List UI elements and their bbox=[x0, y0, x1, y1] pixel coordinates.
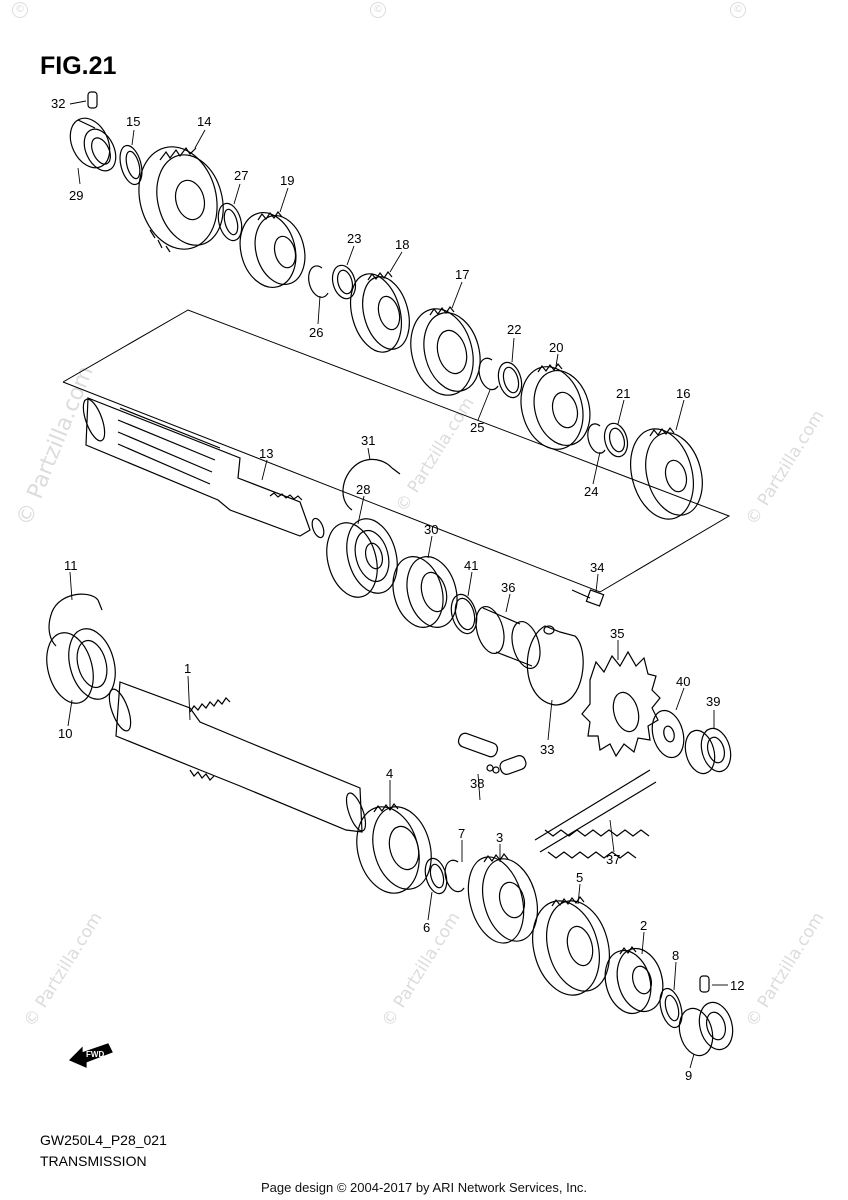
callout-35: 35 bbox=[610, 626, 624, 641]
part-18-gear bbox=[350, 270, 410, 353]
callout-24: 24 bbox=[584, 484, 598, 499]
shaft-group-outline bbox=[62, 309, 731, 593]
part-34-bolt bbox=[571, 589, 605, 607]
callout-12: 12 bbox=[730, 978, 744, 993]
part-29-bearing bbox=[69, 117, 117, 172]
callout-7: 7 bbox=[458, 826, 465, 841]
part-7-circlip bbox=[444, 859, 465, 893]
part-15-washer bbox=[119, 144, 143, 186]
part-40-washer bbox=[651, 709, 685, 759]
callout-9: 9 bbox=[685, 1068, 692, 1083]
part-28-bearing bbox=[326, 518, 398, 598]
callout-25: 25 bbox=[470, 420, 484, 435]
callout-6: 6 bbox=[423, 920, 430, 935]
part-27-washer bbox=[217, 202, 243, 242]
part-16-gear bbox=[630, 426, 703, 520]
callout-31: 31 bbox=[361, 433, 375, 448]
callout-3: 3 bbox=[496, 830, 503, 845]
part-24-circlip bbox=[587, 423, 606, 454]
callout-1: 1 bbox=[184, 661, 191, 676]
part-12-pin bbox=[699, 975, 710, 993]
section-label: TRANSMISSION bbox=[40, 1153, 147, 1169]
part-25-circlip bbox=[478, 357, 499, 391]
part-13-countershaft bbox=[82, 397, 325, 539]
callout-38: 38 bbox=[470, 776, 484, 791]
callout-2: 2 bbox=[640, 918, 647, 933]
part-39-nut bbox=[684, 727, 732, 775]
part-30-oil-seal bbox=[392, 556, 458, 628]
callout-37: 37 bbox=[606, 852, 620, 867]
callout-34: 34 bbox=[590, 560, 604, 575]
part-14-gear bbox=[138, 146, 224, 253]
callout-41: 41 bbox=[464, 558, 478, 573]
callout-22: 22 bbox=[507, 322, 521, 337]
leader-lines bbox=[67, 100, 728, 1069]
part-37-chain bbox=[534, 769, 657, 859]
part-36-spacer bbox=[475, 605, 541, 670]
part-11-circlip bbox=[48, 593, 103, 647]
callout-27: 27 bbox=[234, 168, 248, 183]
callout-36: 36 bbox=[501, 580, 515, 595]
callout-23: 23 bbox=[347, 231, 361, 246]
callout-18: 18 bbox=[395, 237, 409, 252]
callout-17: 17 bbox=[455, 267, 469, 282]
callout-11: 11 bbox=[64, 558, 78, 573]
callout-29: 29 bbox=[69, 188, 83, 203]
part-19-gear bbox=[239, 210, 306, 288]
model-code-label: GW250L4_P28_021 bbox=[40, 1132, 167, 1148]
callout-39: 39 bbox=[706, 694, 720, 709]
part-21-washer bbox=[603, 422, 629, 458]
part-1-driveshaft bbox=[108, 681, 367, 833]
callout-14: 14 bbox=[197, 114, 211, 129]
callout-8: 8 bbox=[672, 948, 679, 963]
fwd-arrow-icon: FWD bbox=[68, 1043, 113, 1068]
fwd-label: FWD bbox=[86, 1050, 104, 1059]
part-9-bearing bbox=[678, 1001, 734, 1057]
part-26-circlip bbox=[308, 265, 329, 298]
callout-4: 4 bbox=[386, 766, 393, 781]
callout-30: 30 bbox=[424, 522, 438, 537]
callout-32: 32 bbox=[51, 96, 65, 111]
part-2-gear bbox=[604, 945, 664, 1015]
callout-16: 16 bbox=[676, 386, 690, 401]
callout-13: 13 bbox=[259, 446, 273, 461]
part-41-o-ring bbox=[450, 593, 478, 635]
part-22-washer bbox=[497, 361, 523, 399]
part-35-sprocket bbox=[581, 650, 661, 758]
callout-20: 20 bbox=[549, 340, 563, 355]
part-6-washer bbox=[424, 857, 448, 895]
callout-labels: 32 29 15 14 27 19 23 18 26 17 22 20 25 2… bbox=[51, 96, 744, 1083]
part-8-washer bbox=[659, 987, 683, 1029]
part-38-chain-joint bbox=[457, 732, 527, 775]
part-3-gear bbox=[467, 852, 538, 944]
figure-title: FIG.21 bbox=[40, 52, 117, 80]
part-10-bearing bbox=[46, 628, 116, 704]
callout-10: 10 bbox=[58, 726, 72, 741]
part-33-plate bbox=[526, 625, 584, 706]
watermark-mark-top-left: © bbox=[12, 2, 28, 18]
callout-21: 21 bbox=[616, 386, 630, 401]
part-20-gear bbox=[520, 362, 591, 450]
footer-copyright: Page design © 2004-2017 by ARI Network S… bbox=[260, 1180, 588, 1195]
part-4-gear bbox=[356, 802, 432, 894]
callout-33: 33 bbox=[540, 742, 554, 757]
part-32-pin bbox=[87, 91, 98, 109]
callout-19: 19 bbox=[280, 173, 294, 188]
part-23-washer bbox=[331, 264, 357, 300]
part-17-gear bbox=[410, 305, 481, 396]
part-31-circlip bbox=[342, 458, 401, 511]
callout-28: 28 bbox=[356, 482, 370, 497]
callout-15: 15 bbox=[126, 114, 140, 129]
callout-40: 40 bbox=[676, 674, 690, 689]
callout-26: 26 bbox=[309, 325, 323, 340]
watermark-mark-top-right: © bbox=[730, 2, 746, 18]
watermark-mark-top-mid: © bbox=[370, 2, 386, 18]
callout-5: 5 bbox=[576, 870, 583, 885]
